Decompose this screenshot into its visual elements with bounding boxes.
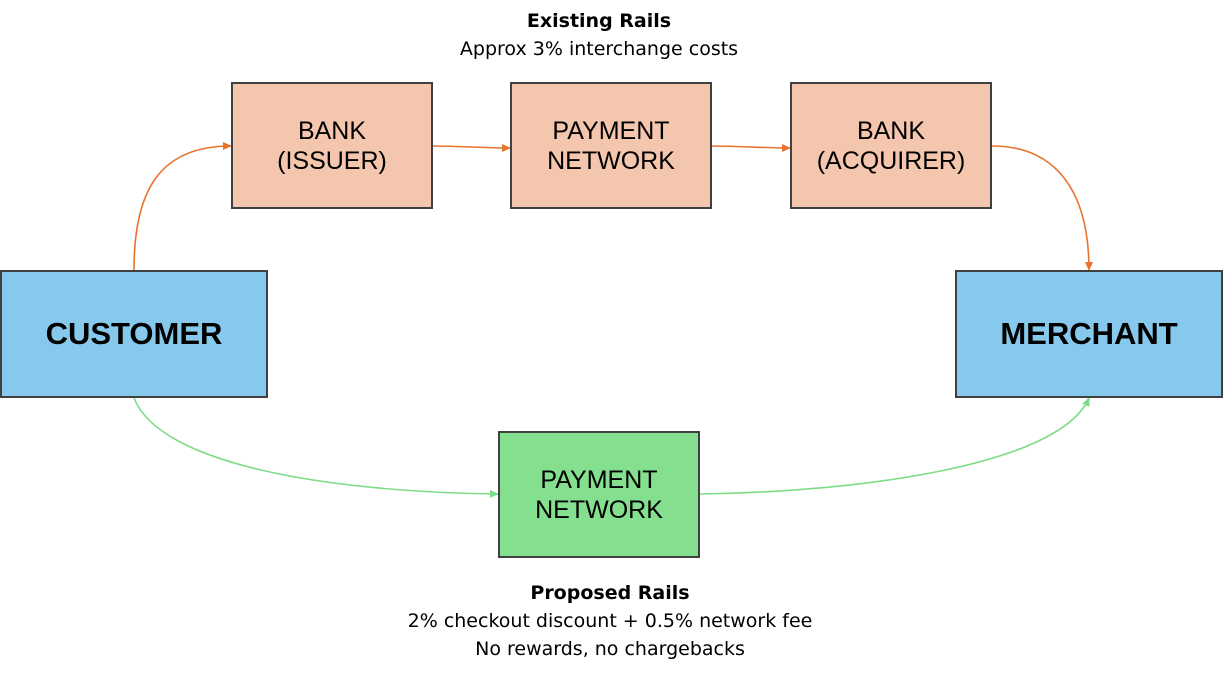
payment-network-existing-line1: PAYMENT — [552, 116, 670, 145]
bank-issuer-line2: (ISSUER) — [277, 146, 387, 175]
bank-issuer-node: BANK (ISSUER) — [231, 82, 433, 209]
merchant-label: MERCHANT — [1000, 316, 1178, 351]
arrow-issuer-to-network — [432, 143, 511, 152]
payment-network-existing-line2: NETWORK — [547, 146, 675, 175]
bank-issuer-line1: BANK — [297, 116, 367, 145]
arrow-proposed-network-to-merchant — [699, 397, 1090, 495]
arrow-customer-to-issuer — [133, 142, 232, 271]
proposed-rails-title: Proposed Rails — [530, 582, 690, 604]
bank-acquirer-line2: (ACQUIRER) — [816, 146, 966, 175]
customer-label: CUSTOMER — [45, 316, 223, 351]
bank-acquirer-node: BANK (ACQUIRER) — [790, 82, 992, 209]
arrow-network-to-acquirer — [711, 143, 791, 152]
payment-network-existing-node: PAYMENT NETWORK — [510, 82, 712, 209]
existing-rails-title: Existing Rails — [526, 10, 672, 32]
payment-network-proposed-line1: PAYMENT — [540, 465, 658, 494]
merchant-node: MERCHANT — [955, 270, 1223, 398]
customer-node: CUSTOMER — [0, 270, 268, 398]
existing-rails-caption: Existing Rails Approx 3% interchange cos… — [399, 8, 799, 63]
payment-network-proposed-line2: NETWORK — [535, 495, 663, 524]
proposed-rails-caption: Proposed Rails 2% checkout discount + 0.… — [360, 580, 860, 663]
bank-acquirer-line1: BANK — [856, 116, 926, 145]
arrow-customer-to-proposed-network — [133, 397, 499, 498]
existing-rails-subtitle: Approx 3% interchange costs — [459, 38, 739, 60]
arrow-acquirer-to-merchant — [991, 145, 1093, 271]
proposed-rails-line1: 2% checkout discount + 0.5% network fee — [407, 610, 813, 632]
proposed-rails-line2: No rewards, no chargebacks — [475, 638, 745, 660]
payment-network-proposed-node: PAYMENT NETWORK — [498, 431, 700, 558]
